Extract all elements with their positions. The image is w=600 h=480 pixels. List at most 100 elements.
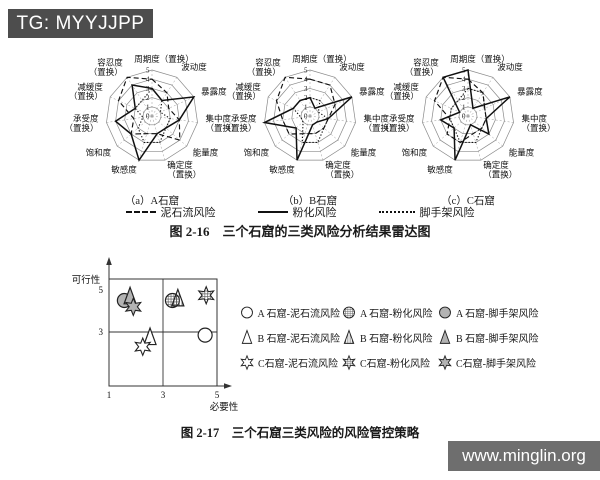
solid-line-sample-icon: [257, 211, 288, 213]
legend-label: 泥石流风险: [160, 207, 216, 219]
radar-tick-label: 4: [304, 76, 308, 84]
y-tick-label: 5: [99, 285, 104, 295]
radar-tick-label: 0: [304, 113, 308, 121]
circle-marker-icon: [241, 306, 253, 319]
radar-chart-svg: 012345周期度（置换）波动度暴露度集中度（置换）能量度确定度（置换）敏感度饱…: [65, 54, 240, 179]
dotted-line-sample-icon: [378, 211, 415, 213]
radar-axis-label: 暴露度: [201, 86, 227, 96]
legend-item-scaffold: 脚手架风险: [378, 204, 475, 220]
scatter-point: [197, 285, 215, 306]
radar-axis-label: （置换）: [223, 123, 257, 133]
fig17-legend-label: C石窟-脚手架风险: [456, 358, 536, 370]
radar-grid-ring: [264, 69, 356, 161]
radar-tick-label: 3: [304, 85, 308, 93]
radar-axis-label: （置换）: [89, 67, 123, 77]
circle-marker-icon: [343, 306, 355, 319]
radar-caption-b: （b）B石窟: [282, 196, 338, 207]
dashed-line-sample-icon: [125, 211, 156, 213]
fig17-legend-label: B 石窟-粉化风险: [360, 333, 433, 345]
y-tick-label: 3: [99, 327, 104, 337]
radar-series-solid: [439, 69, 511, 161]
radar-axis-label: 敏感度: [427, 165, 453, 175]
radar-axis-label: 集中度: [363, 114, 389, 124]
scatter-point: [170, 287, 185, 307]
figure-2-16-caption: 图 2-16 三个石窟的三类风险分析结果雷达图: [169, 224, 431, 239]
y-axis-arrow-icon: [106, 257, 112, 265]
fig17-legend-label: B 石窟-脚手架风险: [456, 333, 539, 345]
radar-tick-label: 2: [304, 94, 308, 102]
circle-marker-icon: [439, 306, 451, 319]
x-axis-arrow-icon: [224, 383, 232, 389]
fig17-legend-item: A 石窟-脚手架风险: [436, 303, 558, 321]
radar-axis-label: 确定度: [167, 160, 193, 170]
circle-marker-icon: [343, 306, 355, 319]
triangle-marker-icon: [439, 329, 451, 344]
star-marker-icon: [438, 354, 452, 371]
radar-axis-label: 饱和度: [402, 147, 428, 157]
radar-axis-label: 确定度: [325, 160, 351, 170]
radar-axis-label: （置换）: [65, 123, 99, 133]
figure-2-16-legend: 泥石流风险 粉化风险 脚手架风险: [0, 204, 600, 220]
star-marker-icon: [342, 354, 356, 371]
radar-axis-label: （置换）: [483, 169, 517, 179]
radar-axis-label: 容忍度: [413, 58, 439, 68]
radar-axis-label: （置换）: [325, 169, 359, 179]
fig17-legend-item: B 石窟-泥石流风险: [238, 328, 340, 346]
scatter-point: [134, 336, 152, 357]
radar-tick-label: 0: [462, 113, 466, 121]
radar-tick-label: 1: [304, 103, 308, 111]
radar-series-dashed: [275, 76, 336, 135]
radar-axis-label: （置换）: [167, 169, 201, 179]
radar-axis-label: 承受度: [389, 114, 415, 124]
radar-axis-label: （置换）: [205, 123, 239, 133]
radar-grid-ring: [300, 106, 320, 126]
radar-grid-ring: [422, 69, 514, 161]
radar-axis-label: 周期度（置换）: [292, 54, 352, 64]
radar-grid-ring: [142, 106, 162, 126]
radar-axis-label: 饱和度: [244, 147, 270, 157]
radar-axis-label: 确定度: [483, 160, 509, 170]
fig17-legend-label: A 石窟-泥石流风险: [257, 308, 341, 320]
scatter-point: [143, 326, 157, 346]
fig17-legend-item: C石窟-粉化风险: [340, 353, 436, 371]
radar-tick-label: 4: [146, 76, 150, 84]
radar-tick-label: 3: [146, 85, 150, 93]
radar-grid-ring: [431, 78, 505, 152]
radar-series-dashed: [117, 76, 181, 141]
radar-axis-label: （置换）: [385, 91, 419, 101]
radar-axis-label: （置换）: [363, 123, 397, 133]
radar-axis-label: 饱和度: [86, 147, 112, 157]
triangle-marker-icon: [439, 329, 451, 344]
fig17-legend-item: B 石窟-粉化风险: [340, 328, 436, 346]
radar-axis-label: （置换）: [521, 123, 555, 133]
radar-axis-label: 集中度: [521, 114, 547, 124]
radar-axis-label: 容忍度: [97, 58, 123, 68]
triangle-marker-icon: [241, 329, 253, 344]
star-marker-icon: [342, 354, 356, 371]
radar-tick-label: 5: [462, 67, 466, 75]
x-tick-label: 3: [161, 390, 166, 400]
radar-grid-ring: [449, 97, 487, 135]
radar-tick-label: 4: [462, 76, 466, 84]
radar-grid-ring: [106, 69, 198, 161]
x-axis-title: 必要性: [210, 401, 239, 413]
radar-axis-label: 敏感度: [111, 165, 137, 175]
radar-axis-label: 波动度: [339, 62, 365, 72]
radar-axis-label: 波动度: [497, 62, 523, 72]
watermark-tg: TG: MYYJJPP: [8, 9, 153, 38]
radar-axis-label: （置换）: [405, 67, 439, 77]
triangle-marker-icon: [343, 329, 355, 344]
radar-axis-label: 暴露度: [517, 86, 543, 96]
radar-axis-label: 能量度: [193, 147, 219, 157]
radar-axis-label: 波动度: [181, 62, 207, 72]
fig17-legend-item: C石窟-脚手架风险: [436, 353, 558, 371]
triangle-marker-icon: [241, 329, 253, 344]
radar-axis-label: 敏感度: [269, 165, 295, 175]
